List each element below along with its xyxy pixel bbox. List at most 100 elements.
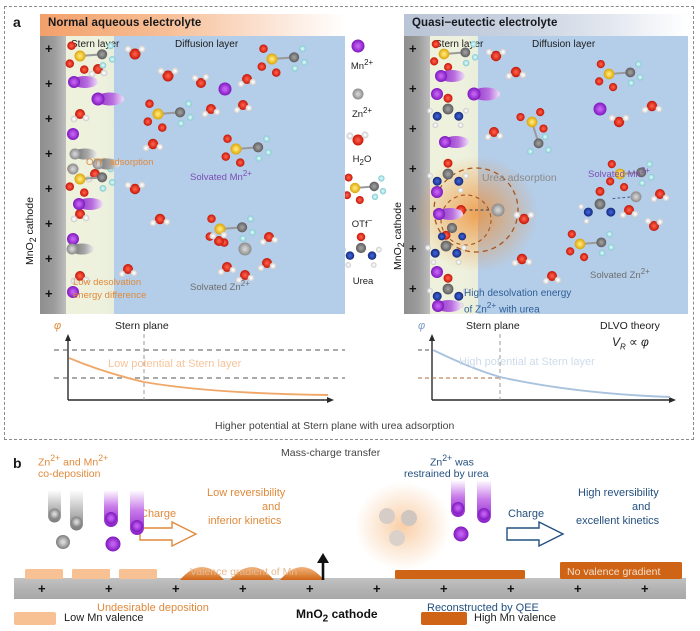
potential-plot-right: φ Stern plane DLVO theory VR ∝ φ High po… (404, 320, 688, 415)
dlvo-theory-label: DLVO theory (600, 320, 660, 332)
qee-electrolyte-scheme: Quasi−eutectic electrolyte Stern layer D… (404, 14, 688, 314)
mno2-cathode-footer-label: MnO2 cathode (296, 607, 378, 625)
charge-arrow-right (506, 521, 565, 548)
b-left-result-line3: inferior kinetics (208, 515, 282, 527)
solvated-mn-label-left: Solvated Mn2+ (190, 169, 252, 184)
b-left-substrate-caption: Undesirable deposition (97, 602, 209, 614)
legend-label-high-valence: High Mn valence (474, 612, 556, 624)
electrode-charge: + (45, 251, 53, 266)
desolvation-label-right-line2: of Zn2+ with urea (464, 300, 540, 314)
electrode-charge: + (45, 76, 53, 91)
triflate-molecule-icon (345, 173, 387, 204)
valence-gradient-label: Valence gradient of Mn (190, 566, 298, 578)
zn-ion-icon (352, 88, 364, 100)
gradient-up-arrow (317, 553, 329, 580)
potential-plot-left: φ Stern plane Low potential at Stern lay… (40, 320, 345, 415)
b-right-title-line1: Zn2+ was (430, 453, 474, 469)
low-valence-deposit (119, 569, 157, 579)
legend-swatch-high-valence (421, 612, 467, 625)
valence-gradient-domes (180, 567, 324, 580)
phi-symbol-left: φ (54, 320, 62, 332)
legend-label-zn: Zn2+ (351, 106, 373, 121)
b-right-result-line3: excellent kinetics (576, 515, 660, 527)
mass-charge-transfer-caption: Mass-charge transfer (281, 447, 381, 459)
b-right-charge-label: Charge (508, 508, 545, 520)
normal-electrolyte-scheme: Normal aqueous electrolyte Stern layer D… (40, 14, 345, 314)
b-left-title-line1: Zn2+ and Mn2+ (38, 453, 109, 469)
electrode-charge: + (409, 81, 417, 96)
desolvation-label-left-line1: Low desolvation (73, 277, 142, 288)
diffusion-layer-label-right: Diffusion layer (532, 39, 596, 50)
legend-label-low-valence: Low Mn valence (64, 612, 144, 624)
desolvation-label-left-line2: energy difference (73, 290, 147, 301)
legend-label-otf: OTf− (351, 216, 373, 231)
legend-label-urea: Urea (352, 276, 374, 287)
curve-label-left: Low potential at Stern layer (108, 358, 242, 370)
molecules-right (414, 40, 670, 312)
cathode-charge: + (574, 581, 582, 596)
b-left-result-line1: Low reversibility (207, 487, 286, 499)
normal-electrolyte-title: Normal aqueous electrolyte (48, 17, 202, 29)
electrode-charge: + (409, 161, 417, 176)
qee-electrolyte-title: Quasi−eutectic electrolyte (412, 17, 558, 29)
panel-a-bottom-caption: Higher potential at Stern plane with ure… (215, 420, 455, 432)
stern-plane-label-left: Stern plane (115, 320, 169, 332)
electrode-charge: + (409, 201, 417, 216)
b-left-charge-label: Charge (140, 508, 177, 520)
water-molecule-icon (346, 131, 369, 146)
b-left-title-line2: co-deposition (38, 468, 101, 480)
b-right-result-line2: and (632, 501, 651, 513)
ion-droplets-left (48, 490, 144, 552)
left-electrode-label: MnO2 cathode (24, 197, 39, 265)
charge-arrow-left (139, 521, 198, 548)
urea-molecule-icon (345, 232, 382, 268)
legend-label-mn: Mn2+ (350, 58, 374, 73)
electrode-strip-right (404, 36, 430, 314)
no-valence-gradient-block (560, 562, 682, 579)
b-left-result-line2: and (262, 501, 281, 513)
electrode-charge: + (45, 146, 53, 161)
b-right-substrate-caption: Reconstructed by QEE (427, 602, 539, 614)
cathode-charge: + (440, 581, 448, 596)
solvated-zn-label-left: Solvated Zn2+ (190, 279, 250, 294)
phi-symbol-right: φ (418, 320, 426, 332)
cathode-charge: + (105, 581, 113, 596)
cathode-charge: + (38, 581, 46, 596)
diffusion-layer-label-left: Diffusion layer (175, 39, 239, 50)
solvated-mn-label-right: Solvated Mn2+ (588, 166, 650, 181)
otf-adsorption-label-left: OTf− adsorption (86, 154, 154, 169)
low-valence-deposit (72, 569, 110, 579)
cathode-charge: + (306, 581, 314, 596)
legend-label-water: H2O (352, 154, 372, 167)
panel-b-label: b (13, 455, 22, 471)
mno2-cathode-bar (14, 578, 686, 599)
solvated-zn-label-right: Solvated Zn2+ (590, 267, 650, 282)
urea-adsorption-label: Urea adsorption (482, 172, 557, 184)
panel-a-label: a (13, 14, 21, 30)
electrode-charge: + (45, 181, 53, 196)
electrode-charge: + (409, 41, 417, 56)
cathode-charge: + (373, 581, 381, 596)
electrode-charge: + (409, 241, 417, 256)
panel-a-frame (4, 6, 694, 440)
electrode-charge: + (409, 281, 417, 296)
curve-label-right: High potential at Stern layer (459, 356, 595, 368)
desolvation-label-right-line1: High desolvation energy (464, 288, 572, 299)
species-legend: Mn2+ Zn2+ H2O OTf− Urea (345, 36, 393, 326)
electrode-charge: + (45, 41, 53, 56)
b-right-title-line2: restrained by urea (404, 468, 489, 480)
legend-swatch-low-valence (14, 612, 56, 625)
cathode-charge: + (172, 581, 180, 596)
electrode-charge: + (45, 111, 53, 126)
electrode-charge: + (409, 121, 417, 136)
normal-electrolyte-header (40, 14, 345, 36)
cathode-charge: + (507, 581, 515, 596)
cathode-charge: + (239, 581, 247, 596)
reconstructed-deposit-layer (395, 570, 525, 579)
no-valence-gradient-label: No valence gradient (567, 566, 661, 578)
dlvo-formula: VR ∝ φ (612, 335, 649, 352)
mn-ion-icon (351, 39, 365, 53)
low-valence-deposit (25, 569, 63, 579)
molecules-left (65, 41, 308, 298)
electrode-charge: + (45, 216, 53, 231)
